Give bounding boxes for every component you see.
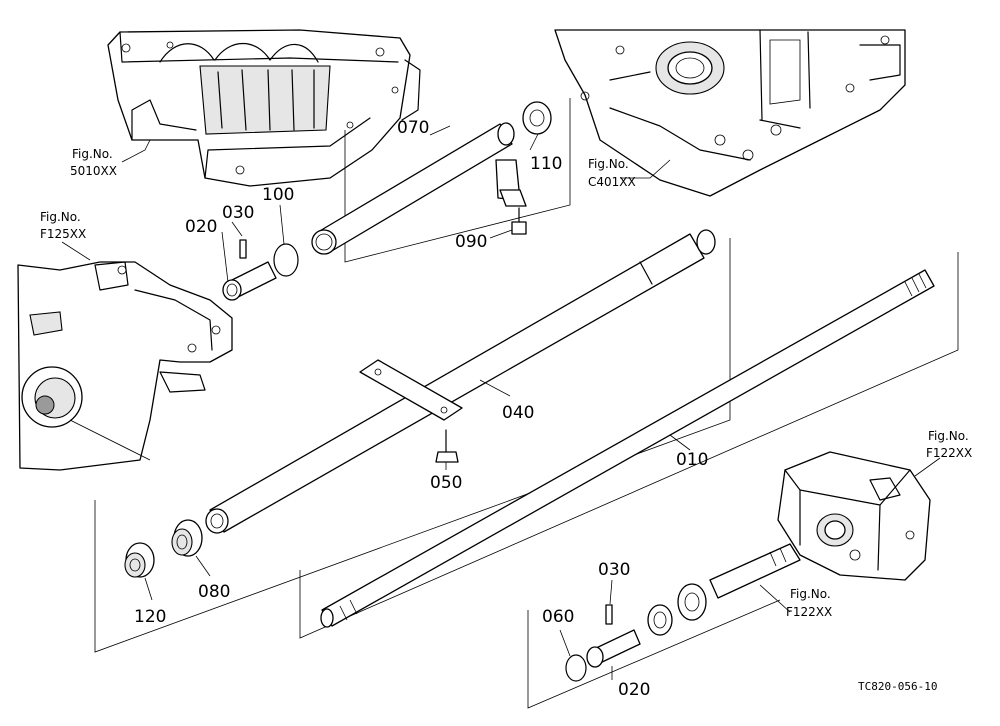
- svg-text:F125XX: F125XX: [40, 227, 86, 241]
- svg-text:F122XX: F122XX: [786, 605, 832, 619]
- fig-ref-f125: Fig.No. F125XX: [40, 210, 86, 241]
- part-080-bushing: [171, 519, 203, 557]
- label-090: 090: [455, 232, 487, 252]
- transmission-case-illustration: [107, 29, 421, 187]
- svg-text:Fig.No.: Fig.No.: [588, 157, 629, 171]
- svg-text:C401XX: C401XX: [588, 175, 636, 189]
- clutch-housing-illustration: [554, 29, 906, 197]
- fig-ref-f122-shaft: Fig.No. F122XX: [786, 587, 832, 619]
- label-030-upper: 030: [222, 203, 254, 223]
- label-010: 010: [676, 450, 708, 470]
- label-030-lower: 030: [598, 560, 630, 580]
- label-120: 120: [134, 607, 166, 627]
- label-050: 050: [430, 473, 462, 493]
- part-040-long-pipe: [205, 229, 716, 534]
- group-frames: [94, 98, 959, 709]
- label-020-upper: 020: [185, 217, 217, 237]
- label-020-lower: 020: [618, 680, 650, 700]
- fig-ref-c401: Fig.No. C401XX: [588, 157, 636, 189]
- pto-gearbox-illustration: [777, 451, 931, 581]
- label-060: 060: [542, 607, 574, 627]
- rear-axle-housing-illustration: [17, 261, 233, 471]
- label-040: 040: [502, 403, 534, 423]
- drawing-code: TC820-056-10: [858, 680, 937, 693]
- svg-text:Fig.No.: Fig.No.: [790, 587, 831, 601]
- fig-ref-5010: Fig.No. 5010XX: [70, 147, 117, 178]
- lower-shaft-bearings: [565, 543, 801, 682]
- svg-text:Fig.No.: Fig.No.: [928, 429, 969, 443]
- label-100: 100: [262, 185, 294, 205]
- label-080: 080: [198, 582, 230, 602]
- leader-lines: [61, 125, 941, 680]
- svg-text:5010XX: 5010XX: [70, 164, 117, 178]
- part-020-sleeve-upper: [222, 239, 299, 301]
- svg-text:Fig.No.: Fig.No.: [72, 147, 113, 161]
- part-010-shaft: [320, 269, 935, 628]
- label-070: 070: [397, 118, 429, 138]
- part-120-seal: [124, 542, 155, 578]
- fig-ref-f122-gearbox: Fig.No. F122XX: [926, 429, 972, 460]
- part-070-pipe: [311, 101, 552, 255]
- svg-text:F122XX: F122XX: [926, 446, 972, 460]
- label-110: 110: [530, 154, 562, 174]
- svg-text:Fig.No.: Fig.No.: [40, 210, 81, 224]
